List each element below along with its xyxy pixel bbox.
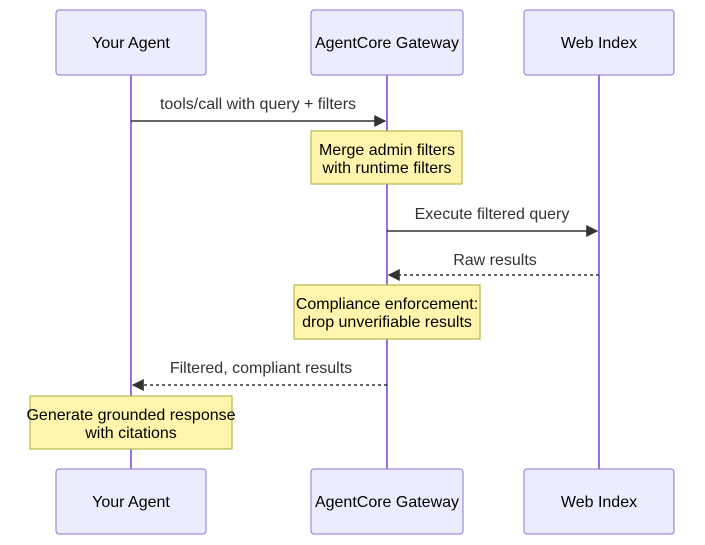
actor-label: AgentCore Gateway: [315, 494, 459, 511]
actor-label: Your Agent: [92, 35, 170, 52]
note-line: Merge admin filters: [319, 142, 455, 159]
actor-label: Your Agent: [92, 494, 170, 511]
actor-agentcore-gateway-bottom: AgentCore Gateway: [310, 468, 464, 535]
actor-web-index-top: Web Index: [523, 9, 675, 76]
message-label: Execute filtered query: [415, 206, 570, 223]
note-line: with runtime filters: [322, 160, 452, 177]
note-line: drop unverifiable results: [302, 314, 472, 331]
actor-agentcore-gateway-top: AgentCore Gateway: [310, 9, 464, 76]
note-compliance: Compliance enforcement: drop unverifiabl…: [293, 284, 481, 340]
message-raw-results: Raw results: [387, 252, 599, 281]
actor-web-index-bottom: Web Index: [523, 468, 675, 535]
message-label: Raw results: [453, 252, 537, 269]
actor-label: AgentCore Gateway: [315, 35, 459, 52]
message-execute-query: Execute filtered query: [387, 206, 599, 237]
note-line: Generate grounded response: [26, 407, 235, 424]
note-generate-response: Generate grounded response with citation…: [26, 395, 236, 450]
message-filtered-results: Filtered, compliant results: [131, 360, 387, 391]
message-tools-call: tools/call with query + filters: [131, 96, 387, 127]
note-merge-filters: Merge admin filters with runtime filters: [310, 130, 463, 185]
message-label: tools/call with query + filters: [160, 96, 356, 113]
actor-your-agent-top: Your Agent: [55, 9, 207, 76]
note-line: with citations: [84, 425, 177, 442]
note-line: Compliance enforcement:: [296, 296, 478, 313]
actor-label: Web Index: [561, 35, 637, 52]
actor-your-agent-bottom: Your Agent: [55, 468, 207, 535]
actor-label: Web Index: [561, 494, 637, 511]
message-label: Filtered, compliant results: [170, 360, 352, 377]
